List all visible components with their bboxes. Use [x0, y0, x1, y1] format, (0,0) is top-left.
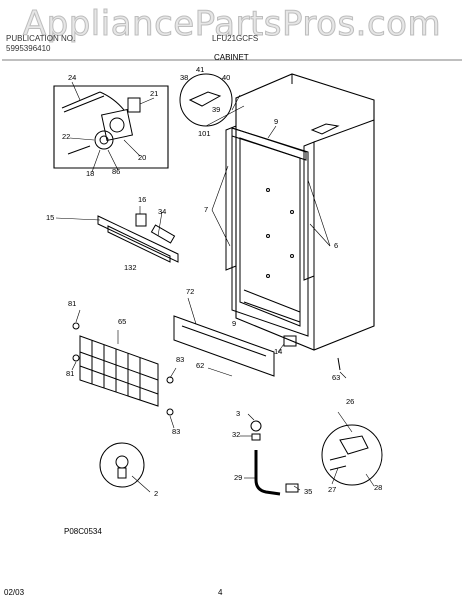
- callout-83: 83: [172, 427, 180, 436]
- callout-22: 22: [62, 132, 70, 141]
- callout-81: 81: [68, 299, 76, 308]
- callout-63: 63: [332, 373, 340, 382]
- callout-14: 14: [274, 347, 282, 356]
- callout-41: 41: [196, 65, 204, 74]
- callout-24: 24: [68, 73, 76, 82]
- fan-assembly-inset: [53, 85, 169, 169]
- model-number: LFU21GCFS: [212, 34, 259, 43]
- callout-20: 20: [138, 153, 146, 162]
- callout-27: 27: [328, 485, 336, 494]
- callout-34: 34: [158, 207, 166, 216]
- callout-9: 9: [274, 117, 278, 126]
- page-number: 4: [218, 588, 223, 597]
- basket: [72, 322, 174, 416]
- callout-35: 35: [304, 487, 312, 496]
- callout-26: 26: [346, 397, 354, 406]
- top-hinge: [179, 73, 340, 135]
- callout-72: 72: [186, 287, 194, 296]
- callout-18: 18: [86, 169, 94, 178]
- callout-101: 101: [198, 129, 211, 138]
- leader-lines: [55, 81, 375, 493]
- section-title: CABINET: [214, 53, 249, 62]
- cabinet-body: [231, 73, 375, 351]
- callout-81: 81: [66, 369, 74, 378]
- callout-15: 15: [46, 213, 54, 222]
- callout-6: 6: [334, 241, 338, 250]
- callout-32: 32: [232, 430, 240, 439]
- callout-132: 132: [124, 263, 137, 272]
- publication-number: 5995396410: [6, 44, 51, 53]
- callout-39: 39: [212, 105, 220, 114]
- callout-7: 7: [204, 205, 208, 214]
- callout-3: 3: [236, 409, 240, 418]
- callout-62: 62: [196, 361, 204, 370]
- callout-2: 2: [154, 489, 158, 498]
- callout-65: 65: [118, 317, 126, 326]
- kickplate: [173, 315, 275, 377]
- callout-16: 16: [138, 195, 146, 204]
- drawing-code: P08C0534: [64, 527, 102, 536]
- callout-9: 9: [232, 319, 236, 328]
- callout-29: 29: [234, 473, 242, 482]
- callout-83: 83: [176, 355, 184, 364]
- callout-28: 28: [374, 483, 382, 492]
- lower-parts: [99, 335, 383, 496]
- gasket-strips: [225, 125, 315, 281]
- callout-86: 86: [112, 167, 120, 176]
- callout-38: 38: [180, 73, 188, 82]
- callout-40: 40: [222, 73, 230, 82]
- revision-date: 02/03: [4, 588, 25, 597]
- light-assembly: [97, 213, 179, 263]
- callout-21: 21: [150, 89, 158, 98]
- publication-label: PUBLICATION NO.: [6, 34, 76, 43]
- watermark-logo: AppliancePartsPros.com: [22, 4, 442, 45]
